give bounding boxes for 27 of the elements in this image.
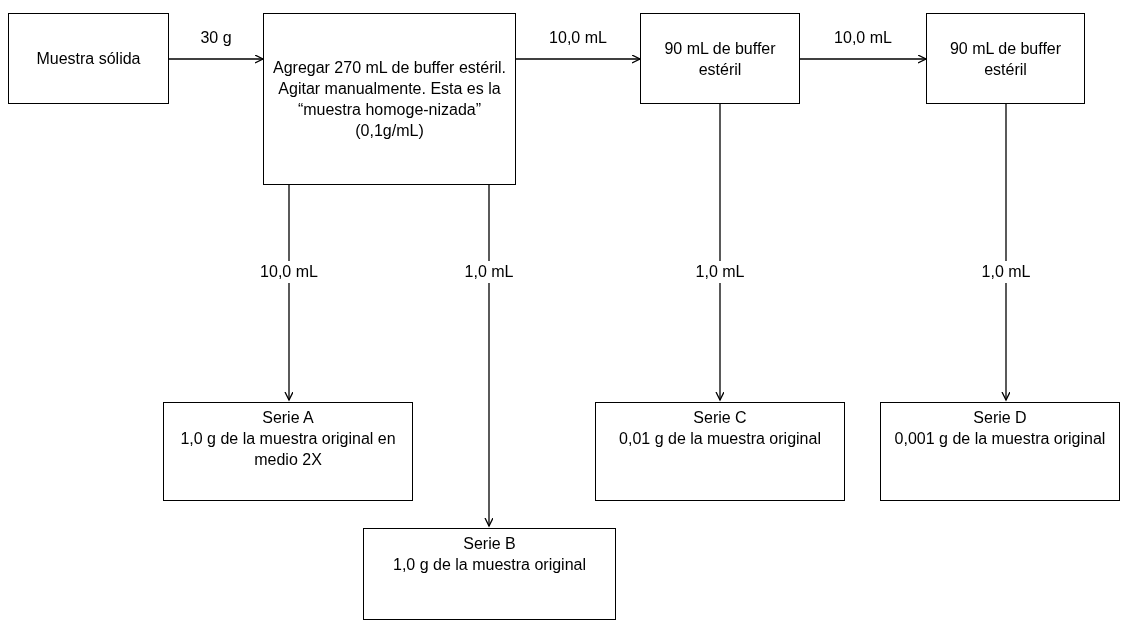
process-box: [926, 13, 1085, 104]
box-heading: Serie B: [463, 534, 516, 554]
process-box: [880, 402, 1120, 501]
box-text: Agregar 270 mL de buffer estéril. Agitar manualmente. Esta es la “muestra homoge-nizada” (0,1g/mL): [272, 58, 507, 141]
box-text: 90 mL de buffer estéril: [663, 38, 777, 80]
box-heading: Serie D: [973, 408, 1027, 428]
box-heading: Serie C: [693, 408, 747, 428]
process-box: [595, 402, 845, 501]
arrow: [715, 103, 725, 401]
box-text: 0,01 g de la muestra original: [619, 429, 821, 449]
process-box: [163, 402, 413, 501]
box-text: Muestra sólida: [36, 49, 141, 69]
arrow: [799, 54, 927, 64]
process-box: [640, 13, 800, 104]
arrow: [484, 184, 494, 527]
arrow: [515, 54, 641, 64]
box-text: 1,0 g de la muestra original en medio 2X: [179, 429, 397, 470]
arrow: [284, 184, 294, 401]
box-text: 0,001 g de la muestra original: [894, 429, 1106, 449]
arrow: [168, 54, 264, 64]
box-text: 90 mL de buffer estéril: [948, 38, 1063, 80]
process-box: [363, 528, 616, 620]
box-heading: Serie A: [262, 408, 314, 428]
box-text: 1,0 g de la muestra original: [393, 555, 586, 575]
process-box: [263, 13, 516, 185]
arrow: [1001, 103, 1011, 401]
process-box: [8, 13, 169, 104]
